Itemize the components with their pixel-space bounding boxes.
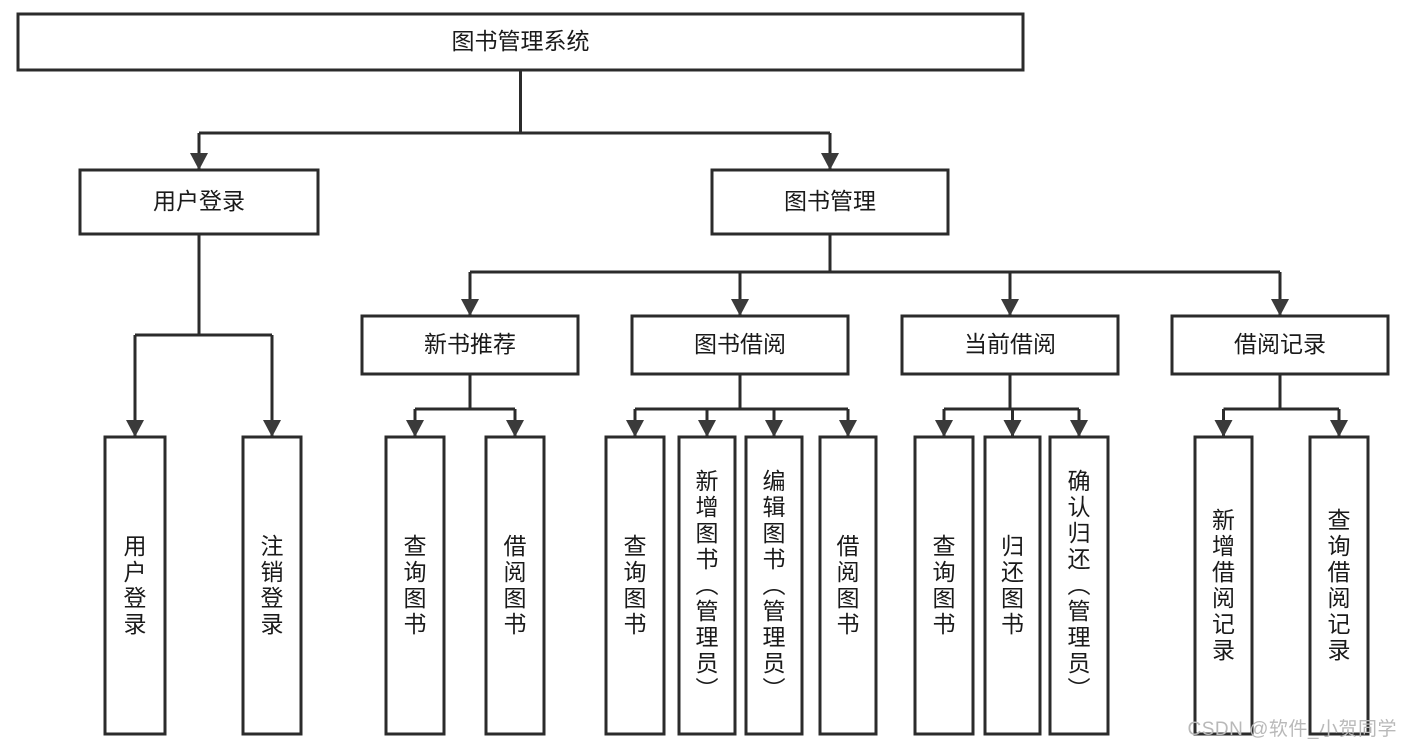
arrow-head-icon bbox=[1070, 420, 1088, 437]
node-box bbox=[1048, 435, 1110, 736]
node-box bbox=[1308, 435, 1370, 736]
node-box bbox=[983, 435, 1042, 736]
node-label: 新增借阅记录 bbox=[1212, 507, 1235, 663]
node-leaf-add-book[interactable]: 新增图书︵管理员︶ bbox=[677, 435, 737, 736]
node-label: 新增图书︵管理员︶ bbox=[696, 468, 719, 702]
node-leaf-borrow-book-rec[interactable]: 借阅图书 bbox=[484, 435, 546, 736]
node-label: 图书管理 bbox=[784, 188, 876, 214]
node-label: 用户登录 bbox=[124, 533, 147, 637]
node-user-login[interactable]: 用户登录 bbox=[78, 168, 320, 236]
node-current-borrow[interactable]: 当前借阅 bbox=[900, 314, 1120, 376]
node-leaf-logout[interactable]: 注销登录 bbox=[241, 435, 303, 736]
arrow-head-icon bbox=[839, 420, 857, 437]
node-box bbox=[241, 435, 303, 736]
node-leaf-borrow-book[interactable]: 借阅图书 bbox=[818, 435, 878, 736]
node-label: 注销登录 bbox=[261, 533, 284, 637]
node-label: 确认归还︵管理员︶ bbox=[1068, 468, 1091, 702]
node-label: 当前借阅 bbox=[964, 331, 1056, 357]
node-box bbox=[1193, 435, 1254, 736]
node-label: 查询图书 bbox=[933, 533, 956, 637]
node-box bbox=[16, 12, 1025, 72]
node-label: 用户登录 bbox=[153, 188, 245, 214]
node-box bbox=[78, 168, 320, 236]
arrow-head-icon bbox=[1214, 420, 1233, 437]
node-borrow-record[interactable]: 借阅记录 bbox=[1170, 314, 1390, 376]
arrow-head-icon bbox=[1003, 420, 1022, 437]
arrow-head-icon bbox=[126, 420, 144, 437]
arrow-head-icon bbox=[1271, 299, 1289, 316]
node-leaf-confirm-return[interactable]: 确认归还︵管理员︶ bbox=[1048, 435, 1110, 736]
node-leaf-query-book-current[interactable]: 查询图书 bbox=[913, 435, 975, 736]
node-layer: 图书管理系统用户登录图书管理新书推荐图书借阅当前借阅借阅记录用户登录注销登录查询… bbox=[16, 12, 1390, 736]
node-label: 新书推荐 bbox=[424, 331, 516, 357]
node-box bbox=[604, 435, 666, 736]
node-leaf-query-record[interactable]: 查询借阅记录 bbox=[1308, 435, 1370, 736]
node-box bbox=[744, 435, 804, 736]
node-label: 图书管理系统 bbox=[452, 28, 590, 54]
arrow-head-icon bbox=[698, 420, 716, 437]
node-leaf-add-record[interactable]: 新增借阅记录 bbox=[1193, 435, 1254, 736]
csdn-watermark: CSDN @软件_小贺同学 bbox=[1187, 719, 1397, 740]
arrow-head-icon bbox=[190, 153, 208, 170]
arrow-head-icon bbox=[731, 299, 749, 316]
node-label: 借阅图书 bbox=[837, 533, 860, 637]
arrow-head-icon bbox=[821, 153, 839, 170]
node-label: 借阅记录 bbox=[1234, 331, 1326, 357]
arrow-head-icon bbox=[263, 420, 281, 437]
node-label: 图书借阅 bbox=[694, 331, 786, 357]
node-leaf-return-book[interactable]: 归还图书 bbox=[983, 435, 1042, 736]
node-box bbox=[1170, 314, 1390, 376]
node-label: 归还图书 bbox=[1001, 533, 1024, 637]
arrow-head-icon bbox=[935, 420, 953, 437]
arrow-head-icon bbox=[626, 420, 644, 437]
node-book-manage[interactable]: 图书管理 bbox=[710, 168, 950, 236]
node-leaf-user-login[interactable]: 用户登录 bbox=[103, 435, 167, 736]
node-label: 编辑图书︵管理员︶ bbox=[763, 468, 786, 702]
node-box bbox=[677, 435, 737, 736]
node-book-borrow[interactable]: 图书借阅 bbox=[630, 314, 850, 376]
node-label: 借阅图书 bbox=[504, 533, 527, 637]
node-leaf-query-book-borrow[interactable]: 查询图书 bbox=[604, 435, 666, 736]
arrow-head-icon bbox=[1330, 420, 1348, 437]
arrow-head-icon bbox=[765, 420, 783, 437]
arrow-head-icon bbox=[406, 420, 424, 437]
node-leaf-query-book-rec[interactable]: 查询图书 bbox=[384, 435, 446, 736]
node-box bbox=[630, 314, 850, 376]
node-label: 查询图书 bbox=[404, 533, 427, 637]
node-box bbox=[913, 435, 975, 736]
connector-layer bbox=[126, 70, 1348, 437]
node-leaf-edit-book[interactable]: 编辑图书︵管理员︶ bbox=[744, 435, 804, 736]
node-box bbox=[103, 435, 167, 736]
arrow-head-icon bbox=[506, 420, 524, 437]
node-label: 查询借阅记录 bbox=[1328, 507, 1351, 663]
node-box bbox=[710, 168, 950, 236]
node-box bbox=[818, 435, 878, 736]
node-box bbox=[360, 314, 580, 376]
node-root[interactable]: 图书管理系统 bbox=[16, 12, 1025, 72]
node-box bbox=[900, 314, 1120, 376]
arrow-head-icon bbox=[461, 299, 479, 316]
node-label: 查询图书 bbox=[624, 533, 647, 637]
node-box bbox=[484, 435, 546, 736]
node-box bbox=[384, 435, 446, 736]
node-new-book-rec[interactable]: 新书推荐 bbox=[360, 314, 580, 376]
arrow-head-icon bbox=[1001, 299, 1019, 316]
